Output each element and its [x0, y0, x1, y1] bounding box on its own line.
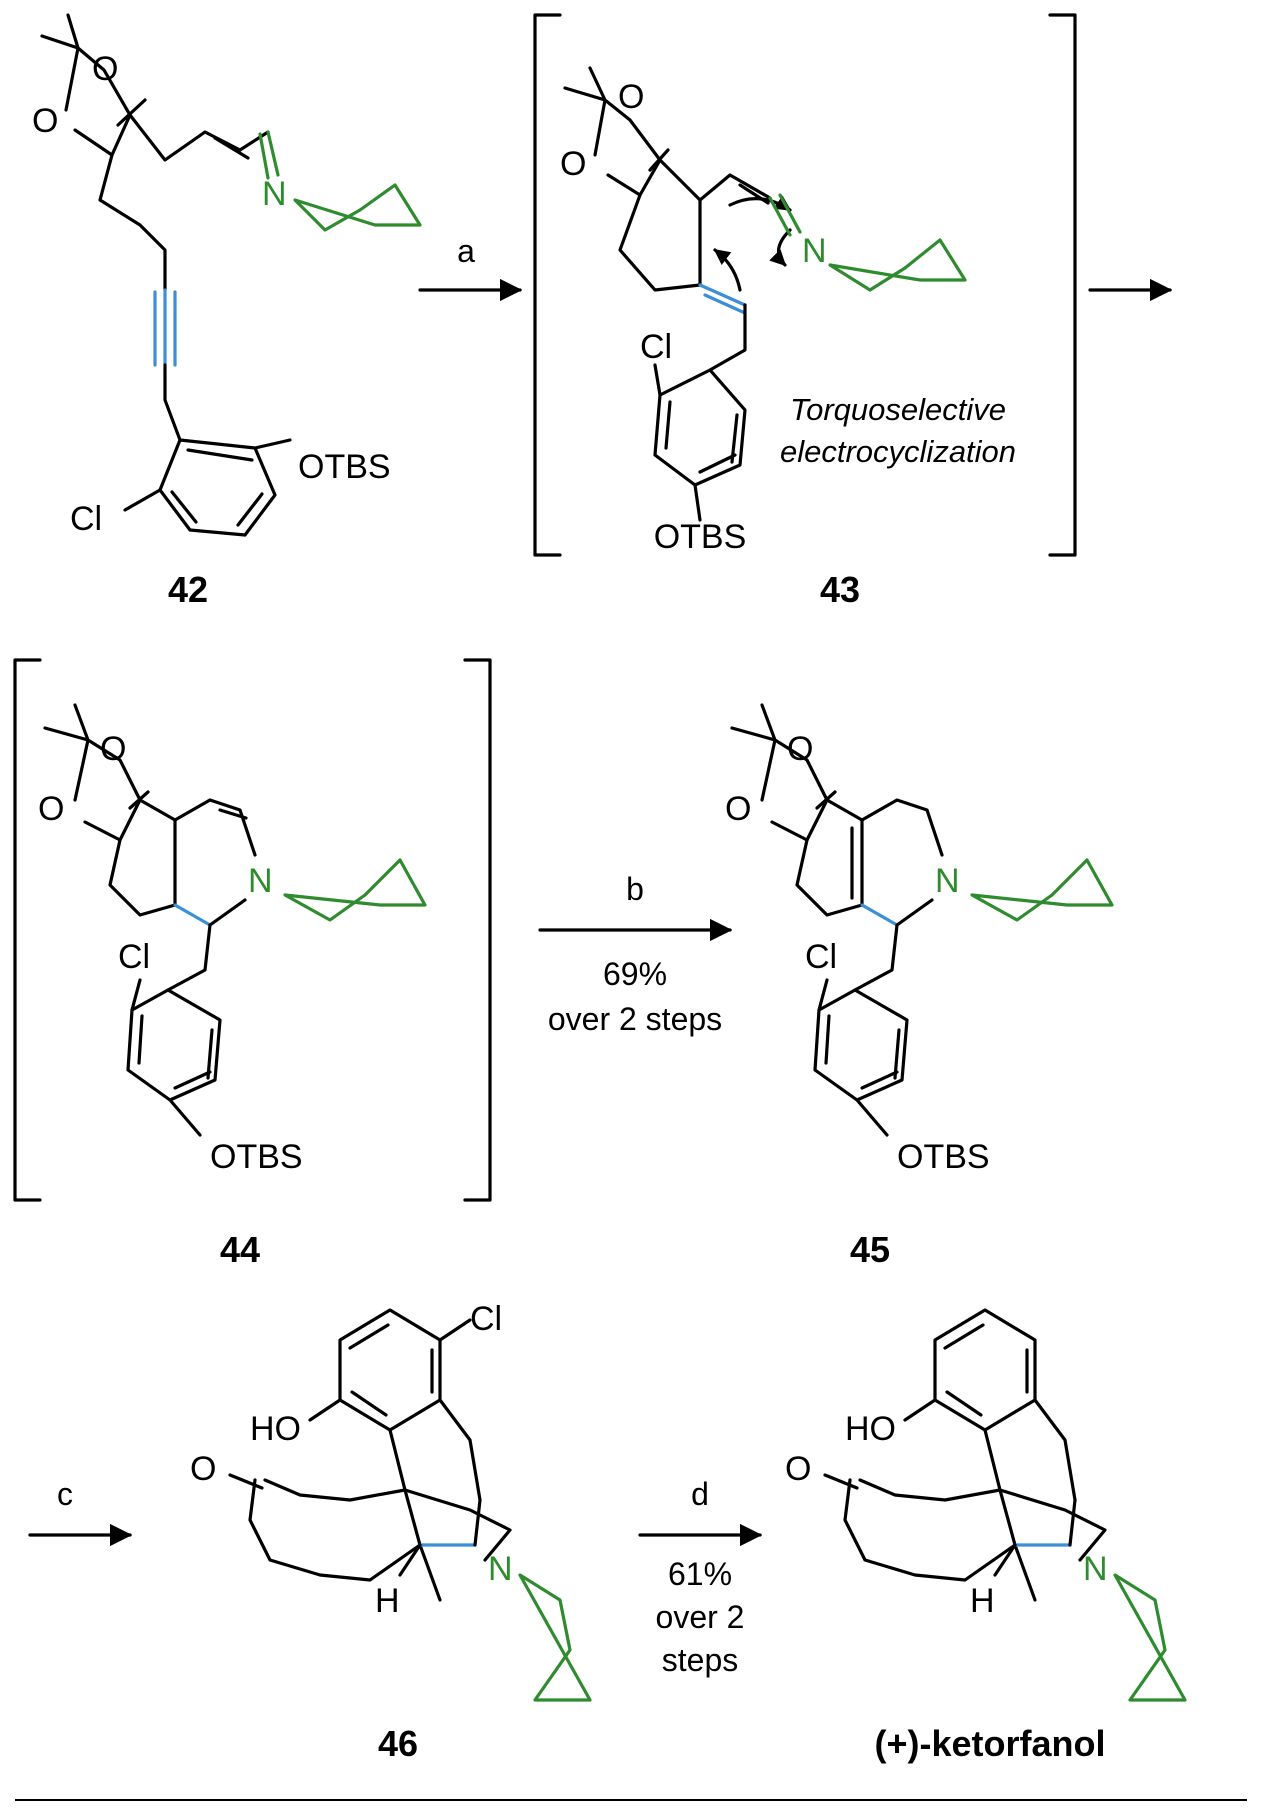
compound-46-structure [228, 1308, 592, 1702]
c46-oxygen: O [190, 1450, 216, 1488]
c43-oxygen-2: O [560, 145, 586, 183]
bracket-43-left [533, 13, 562, 557]
c42-otbs: OTBS [298, 448, 391, 486]
c42-oxygen-1: O [92, 50, 118, 88]
label-compound-44: 44 [220, 1229, 260, 1270]
step-d-yield: 61% [668, 1556, 732, 1592]
c44-oxygen-2: O [38, 790, 64, 828]
bracket-44-left [13, 658, 42, 1202]
bracket-43-right [1048, 13, 1077, 557]
bracket-44-right [463, 658, 492, 1202]
step-b-detail: over 2 steps [548, 1001, 722, 1037]
compound-45-structure [730, 703, 1114, 1137]
c46-hydrogen: H [375, 1582, 400, 1620]
annotation-line-1: Torquoselective [790, 392, 1006, 427]
c42-chlorine: Cl [70, 500, 102, 538]
c45-oxygen-2: O [725, 790, 751, 828]
step-c-label: c [57, 1476, 73, 1512]
ketorfanol-structure [823, 1308, 1187, 1702]
c43-otbs: OTBS [654, 518, 747, 556]
c42-oxygen-2: O [32, 102, 58, 140]
step-b-label: b [626, 871, 644, 907]
label-final-product: (+)-ketorfanol [874, 1723, 1105, 1764]
label-compound-46: 46 [378, 1723, 418, 1764]
ketorfanol-hydrogen: H [970, 1582, 995, 1620]
c44-nitrogen: N [248, 862, 273, 900]
c44-chlorine: Cl [118, 938, 150, 976]
c42-nitrogen: N [262, 175, 287, 213]
ketorfanol-oxygen: O [785, 1450, 811, 1488]
c45-otbs: OTBS [897, 1138, 990, 1176]
step-d-detail-1: over 2 [656, 1599, 745, 1635]
step-a-label: a [457, 233, 475, 269]
ketorfanol-hydroxyl: HO [845, 1410, 896, 1448]
c44-oxygen-1: O [100, 730, 126, 768]
c43-nitrogen: N [802, 232, 827, 270]
c46-hydroxyl: HO [250, 1410, 301, 1448]
c45-chlorine: Cl [805, 938, 837, 976]
label-compound-45: 45 [850, 1229, 890, 1270]
label-compound-43: 43 [820, 569, 860, 610]
step-d-detail-2: steps [662, 1642, 738, 1678]
compound-44-structure [43, 703, 427, 1137]
compound-43-structure [563, 66, 967, 522]
c44-otbs: OTBS [210, 1138, 303, 1176]
compound-42-structure [40, 13, 422, 537]
c46-nitrogen: N [488, 1550, 513, 1588]
c45-oxygen-1: O [787, 730, 813, 768]
c46-chlorine: Cl [470, 1300, 502, 1338]
c43-chlorine: Cl [640, 328, 672, 366]
label-compound-42: 42 [168, 569, 208, 610]
c43-oxygen-1: O [618, 78, 644, 116]
c45-nitrogen: N [935, 862, 960, 900]
ketorfanol-nitrogen: N [1083, 1550, 1108, 1588]
annotation-line-2: electrocyclization [780, 434, 1016, 469]
step-d-label: d [691, 1476, 709, 1512]
step-b-yield: 69% [603, 956, 667, 992]
